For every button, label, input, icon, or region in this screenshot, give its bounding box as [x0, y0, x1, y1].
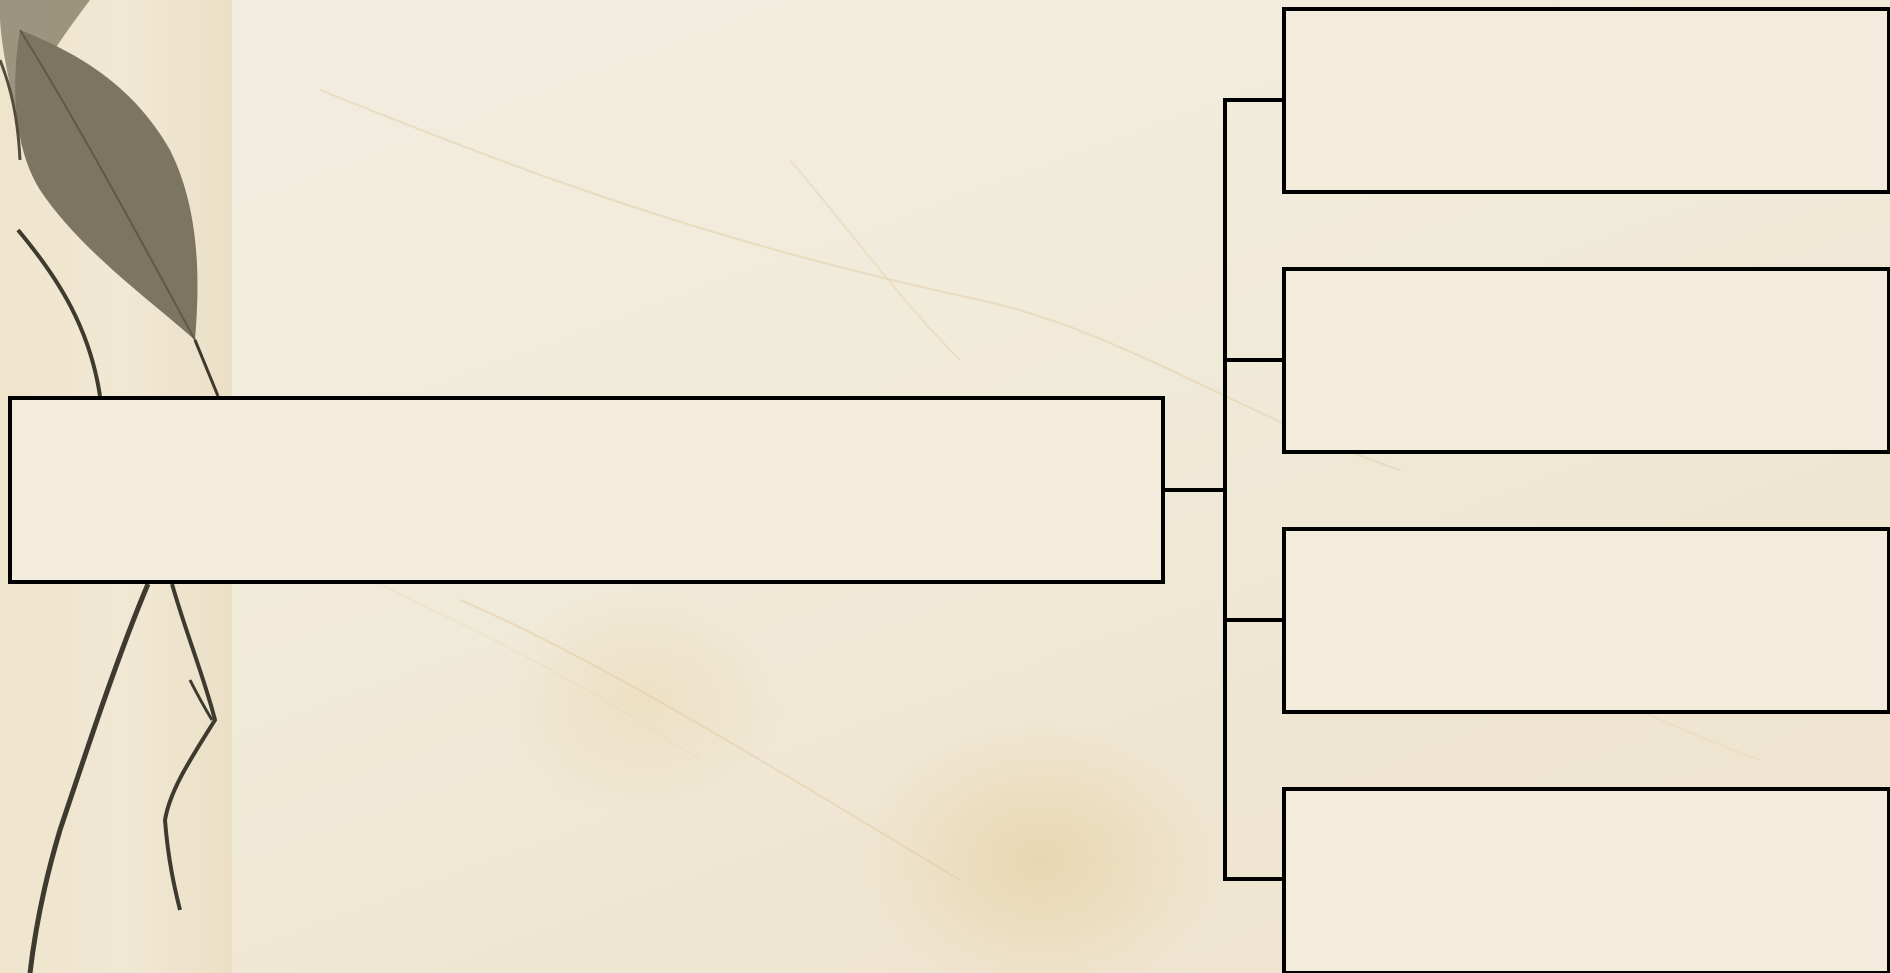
child-node-box-1[interactable] — [1282, 7, 1890, 194]
child-node-box-3[interactable] — [1282, 527, 1890, 714]
child-node-box-4[interactable] — [1282, 787, 1890, 973]
root-node-box[interactable] — [8, 396, 1165, 584]
child-node-box-2[interactable] — [1282, 267, 1890, 454]
